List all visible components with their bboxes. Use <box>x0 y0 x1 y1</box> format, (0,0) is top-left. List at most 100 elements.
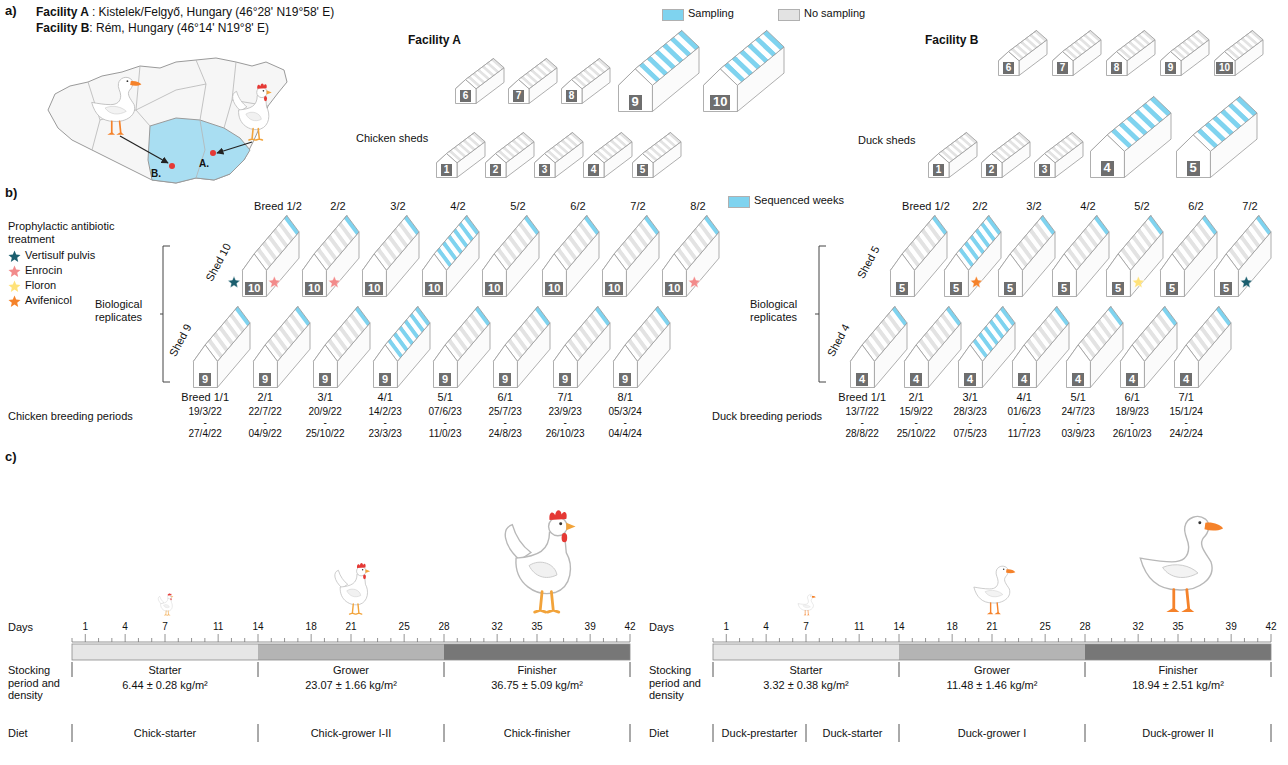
breed-label: 3/1 <box>318 391 333 404</box>
date-label: 23/3/23 <box>368 428 401 439</box>
roof-outline <box>720 31 784 86</box>
panel-letter: c) <box>5 450 17 465</box>
shed: 5 <box>998 215 1056 297</box>
week-stripe <box>1070 133 1083 144</box>
shed-front <box>1215 52 1236 76</box>
date-label: 25/10/22 <box>897 428 936 439</box>
day-tick <box>1098 638 1099 642</box>
site-label: A. <box>199 158 209 170</box>
date-label: - <box>264 417 267 428</box>
shed-number: 5 <box>1112 282 1124 295</box>
star-shape <box>9 266 21 277</box>
day-tick <box>1204 638 1205 642</box>
week-stripe <box>1142 31 1155 42</box>
duck-illustration <box>798 595 816 616</box>
day-tick <box>510 638 511 642</box>
shed-front <box>434 345 458 388</box>
day-number: 42 <box>1265 621 1276 632</box>
shed: 5 <box>1160 215 1218 297</box>
country-outline <box>48 58 287 183</box>
breed-label: 2/2 <box>330 200 345 213</box>
shed-number: 7 <box>513 90 525 102</box>
day-tick <box>752 638 753 642</box>
shed: 2 <box>485 132 535 178</box>
shed-number: 5 <box>1004 282 1016 295</box>
date-label: 11/0/23 <box>429 428 462 439</box>
breed-label: 3/2 <box>1026 200 1041 213</box>
period-divider <box>258 662 259 677</box>
day-tick <box>1071 638 1072 642</box>
treatment-star <box>228 276 240 288</box>
week-stripe <box>584 216 599 236</box>
shed-front <box>314 345 338 388</box>
shed-front <box>535 154 556 178</box>
shed: 9 <box>193 306 251 388</box>
period-divider <box>72 662 73 677</box>
day-tick <box>859 634 860 642</box>
roof-outline <box>970 307 1015 362</box>
label: Chicken breeding periods <box>8 410 133 423</box>
breed-label: 8/1 <box>618 391 633 404</box>
duck-illustration <box>1140 516 1223 612</box>
shed-front <box>1091 135 1125 178</box>
legend-swatch <box>778 9 800 21</box>
shed: 7 <box>1052 30 1102 76</box>
density-value: 23.07 ± 1.66 kg/m² <box>305 679 397 692</box>
day-tick <box>563 638 564 642</box>
shed: 5 <box>944 215 1002 297</box>
week-stripe <box>521 133 534 144</box>
day-tick <box>231 638 232 642</box>
shed-front <box>254 345 278 388</box>
day-number: 42 <box>624 621 635 632</box>
shed-number: 9 <box>199 373 211 386</box>
date-label: 15/1/24 <box>1169 406 1202 417</box>
shed-front <box>603 254 627 297</box>
day-tick <box>1005 638 1006 642</box>
day-tick <box>218 634 219 642</box>
day-tick <box>713 638 714 642</box>
stage-name: Finisher <box>1158 664 1197 677</box>
shed-number: 5 <box>637 164 649 176</box>
shed-front <box>243 254 267 297</box>
week-stripe <box>964 133 977 144</box>
day-number: 11 <box>854 621 864 632</box>
day-tick <box>204 638 205 642</box>
shed: 9 <box>553 306 611 388</box>
roof-outline <box>265 307 310 362</box>
shed-front <box>999 254 1023 297</box>
label: Prophylactic antibiotic treatment <box>8 220 126 245</box>
treatment-star <box>328 276 340 288</box>
shed-front <box>1121 345 1145 388</box>
diet-divider <box>258 724 259 742</box>
week-stripe <box>1088 31 1101 42</box>
shed-front <box>303 254 327 297</box>
shed: 9 <box>253 306 311 388</box>
roof-outline <box>374 216 419 271</box>
date-label: 28/3/23 <box>953 406 986 417</box>
period-divider <box>713 662 714 677</box>
week-stripe <box>595 307 610 327</box>
shed: 10 <box>1214 30 1264 76</box>
stage-name: Grower <box>333 664 369 677</box>
legend-swatch <box>662 9 684 21</box>
day-axis <box>713 642 1271 643</box>
diet-divider <box>899 724 900 742</box>
week-stripe <box>704 216 719 236</box>
shed-front <box>663 254 687 297</box>
roof-outline <box>1193 97 1257 152</box>
date-label: - <box>444 417 447 428</box>
shed: 10 <box>302 215 360 297</box>
date-label: 26/10/23 <box>1113 428 1152 439</box>
date-label: 05/3/24 <box>608 406 641 417</box>
week-stripe <box>619 133 632 144</box>
week-stripe <box>1162 307 1177 327</box>
shed-number: 5 <box>1187 161 1200 176</box>
week-stripe <box>284 216 299 236</box>
shed-front <box>363 254 387 297</box>
date-label: 04/9/22 <box>248 428 281 439</box>
shed-front <box>374 345 398 388</box>
shed-number: 9 <box>1165 62 1177 74</box>
shed: 9 <box>613 306 671 388</box>
shed-number: 4 <box>1180 373 1192 386</box>
